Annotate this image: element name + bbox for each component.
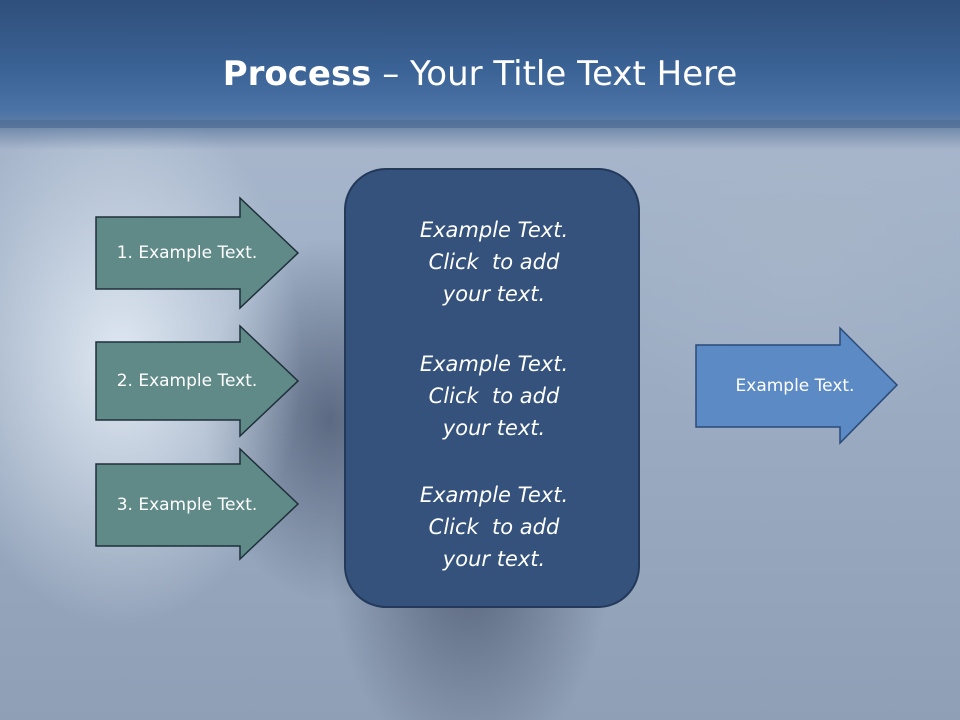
center-text-box[interactable]: Example Text. Click to add your text. Ex… bbox=[344, 168, 640, 608]
center-text-line: your text. bbox=[442, 282, 546, 306]
center-text-line: Example Text. bbox=[419, 218, 569, 242]
left-arrow-2-label: 2. Example Text. bbox=[116, 371, 258, 391]
center-text-line: Click to add bbox=[428, 384, 560, 408]
center-text-line: Example Text. bbox=[419, 483, 569, 507]
center-text-block-1: Example Text. Click to add your text. bbox=[346, 214, 642, 310]
center-text-line: Click to add bbox=[428, 250, 560, 274]
center-text-line: Click to add bbox=[428, 515, 560, 539]
right-arrow-label: Example Text. bbox=[735, 376, 855, 396]
arrow-shape-icon bbox=[95, 324, 300, 438]
center-text-line: your text. bbox=[442, 416, 546, 440]
center-text-line: your text. bbox=[442, 547, 546, 571]
arrow-shape-icon bbox=[95, 447, 300, 561]
slide-title-bold: Process bbox=[222, 54, 372, 94]
center-text-block-3: Example Text. Click to add your text. bbox=[346, 479, 642, 575]
slide-title[interactable]: Process – Your Title Text Here bbox=[0, 50, 960, 98]
left-arrow-3-label: 3. Example Text. bbox=[116, 495, 258, 515]
slide-title-rest: – Your Title Text Here bbox=[371, 54, 738, 94]
center-text-block-2: Example Text. Click to add your text. bbox=[346, 348, 642, 444]
title-bar-fade bbox=[0, 120, 960, 150]
right-arrow[interactable]: Example Text. bbox=[695, 326, 900, 445]
left-arrow-1-label: 1. Example Text. bbox=[116, 243, 258, 263]
center-text-line: Example Text. bbox=[419, 352, 569, 376]
arrow-shape-icon bbox=[95, 196, 300, 310]
arrow-shape-icon bbox=[695, 326, 899, 445]
left-arrow-2[interactable]: 2. Example Text. bbox=[95, 324, 300, 438]
title-bar bbox=[0, 0, 960, 128]
left-arrow-1[interactable]: 1. Example Text. bbox=[95, 196, 300, 310]
left-arrow-3[interactable]: 3. Example Text. bbox=[95, 447, 300, 561]
